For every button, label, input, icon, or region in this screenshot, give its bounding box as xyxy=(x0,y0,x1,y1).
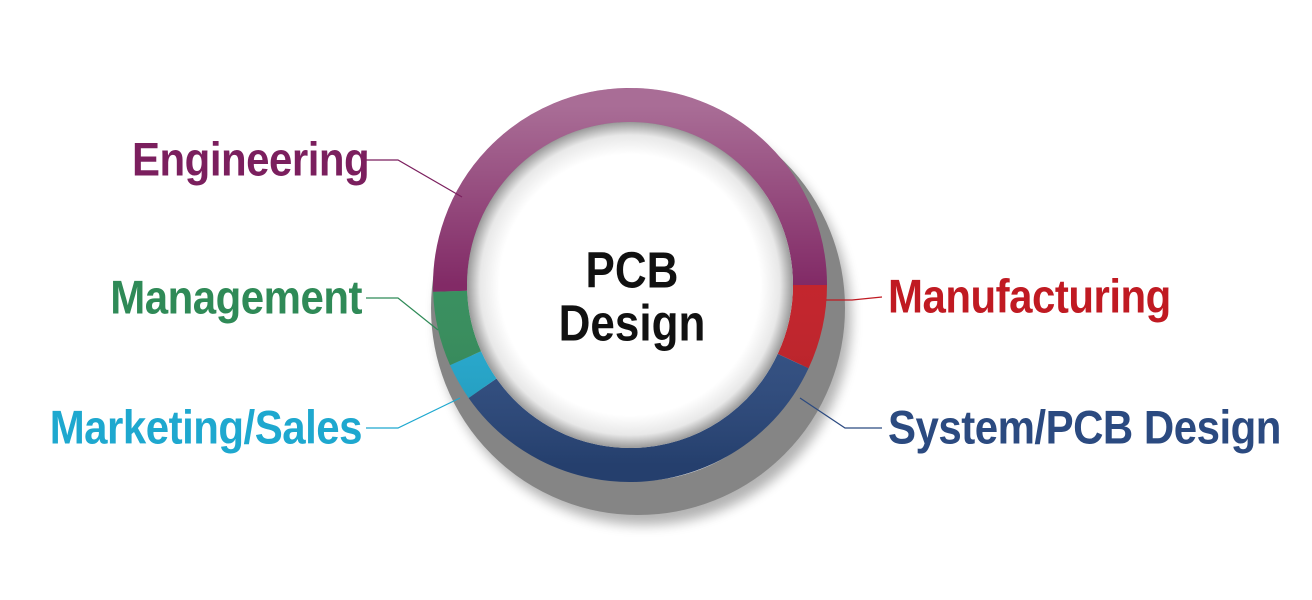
label-engineering: Engineering xyxy=(132,133,370,186)
center-title: PCB Design xyxy=(502,245,762,351)
label-system-pcb-design: System/PCB Design xyxy=(888,401,1281,454)
label-manufacturing: Manufacturing xyxy=(888,270,1171,323)
leader-management xyxy=(366,297,439,331)
leader-system xyxy=(799,397,882,429)
center-title-line2: Design xyxy=(558,295,706,353)
ring-gloss xyxy=(433,88,827,482)
inner-disc xyxy=(467,122,793,448)
center-title-line1: PCB xyxy=(585,242,679,300)
leader-marketing xyxy=(366,397,461,429)
label-management: Management xyxy=(110,271,362,324)
leader-engineering xyxy=(366,159,463,198)
label-marketing-sales: Marketing/Sales xyxy=(49,401,363,454)
leader-lines xyxy=(366,159,883,429)
leader-manufacturing xyxy=(826,296,883,301)
